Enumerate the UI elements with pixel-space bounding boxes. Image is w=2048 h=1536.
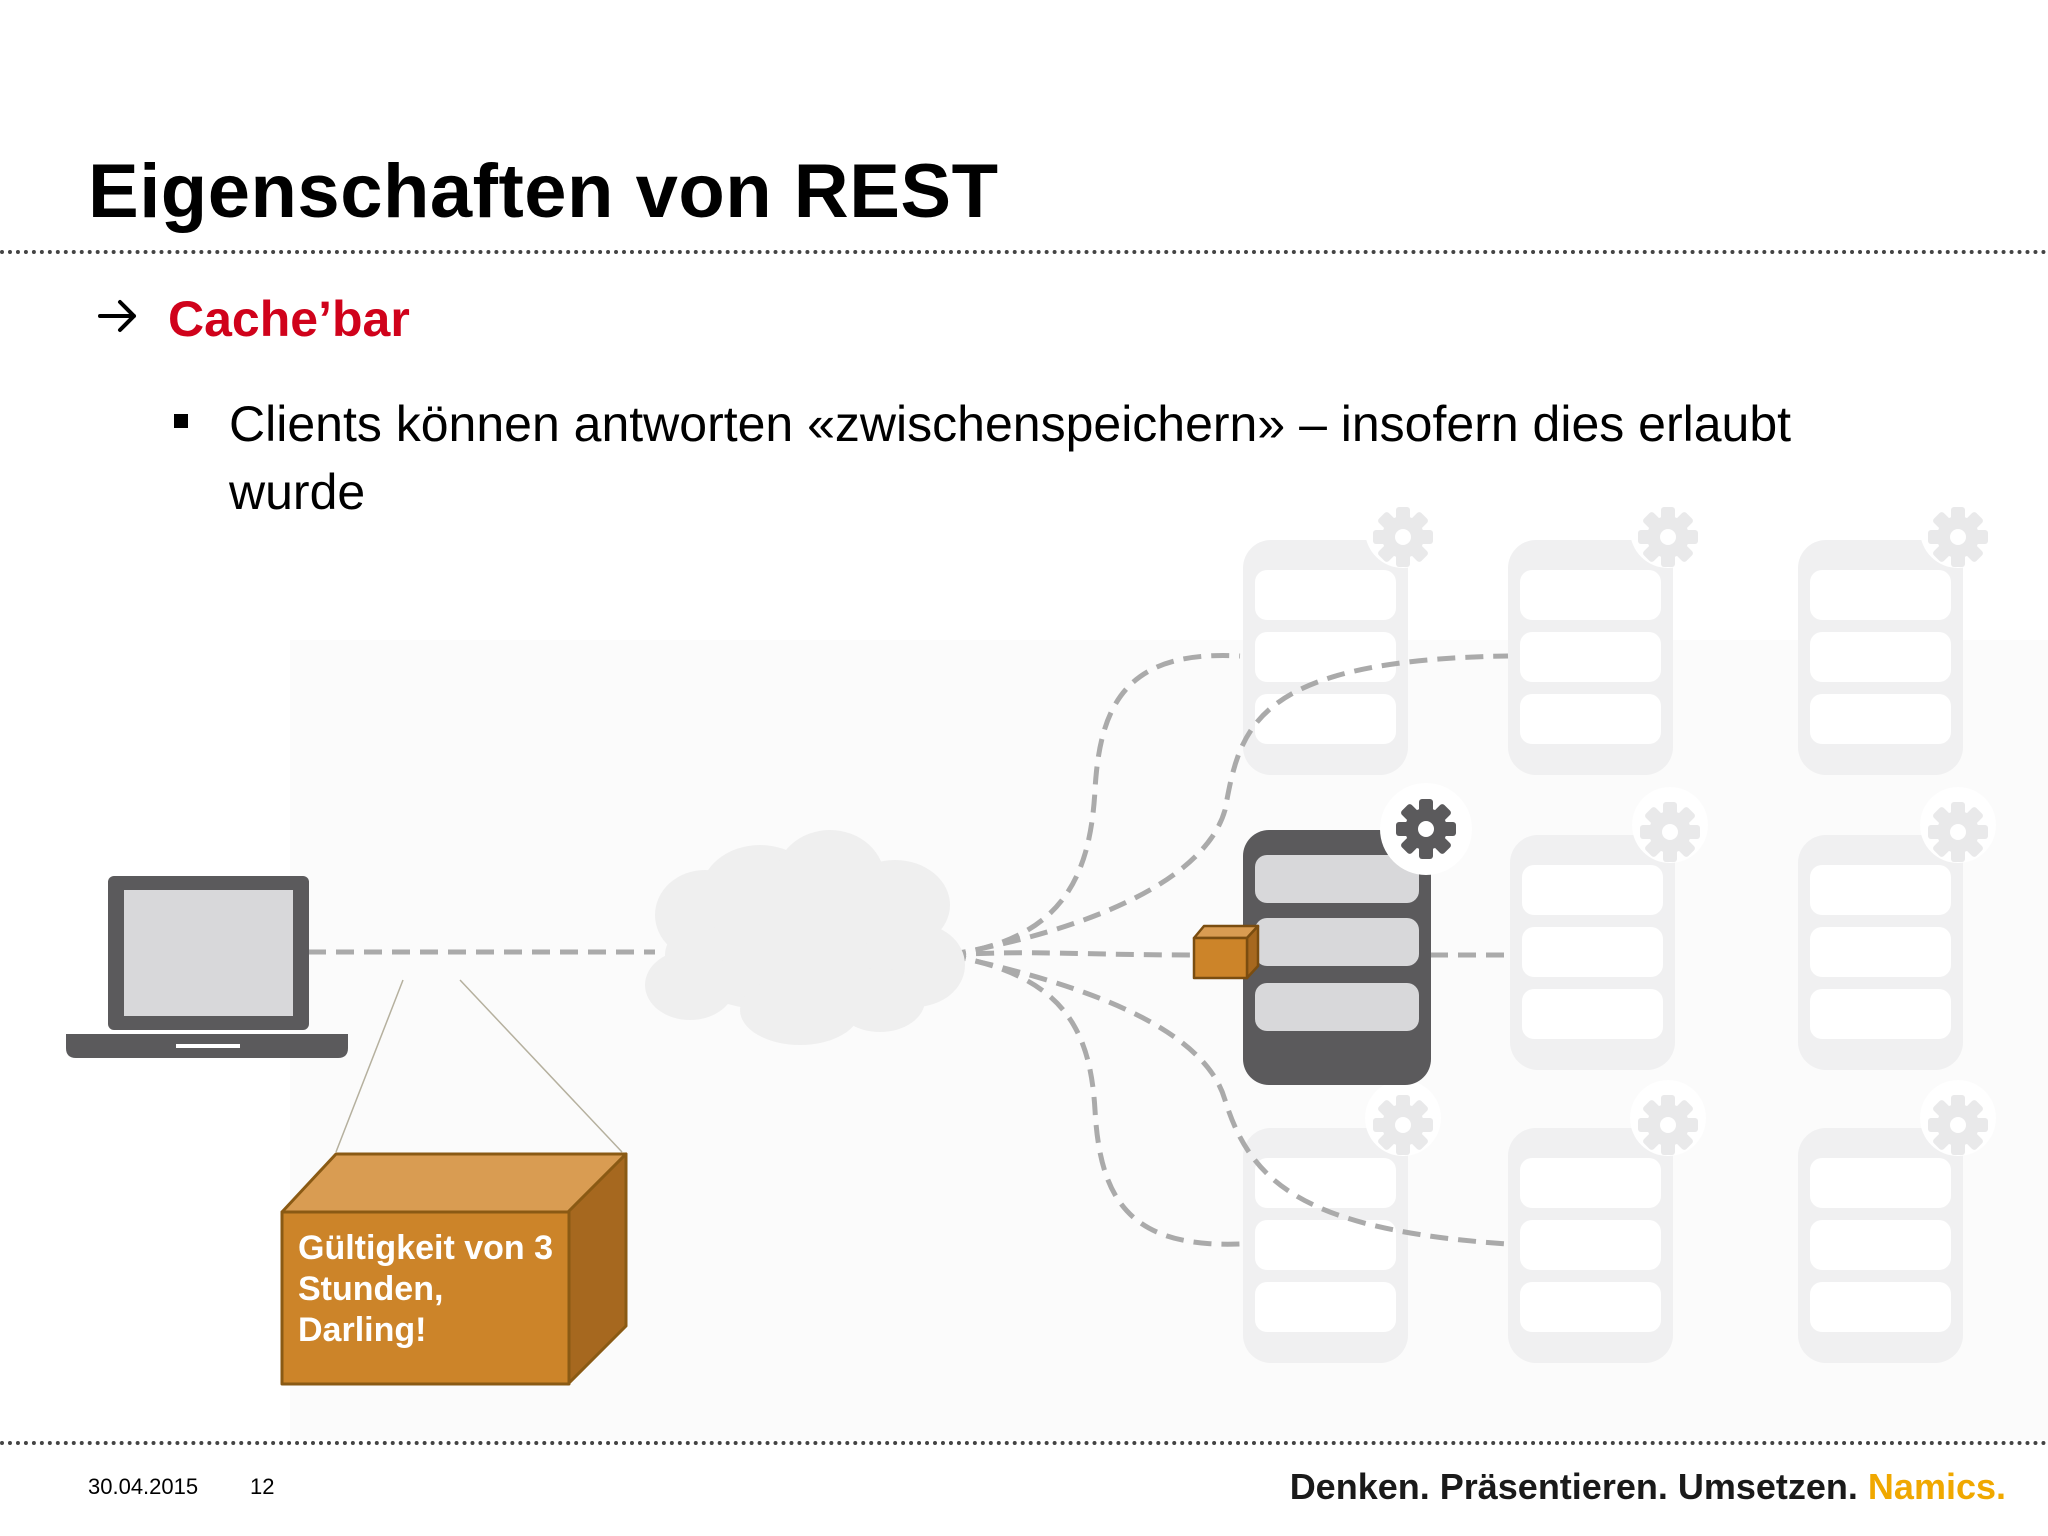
bullet-square-icon bbox=[174, 414, 188, 428]
slogan-text: Denken. Präsentieren. Umsetzen. bbox=[1289, 1466, 1858, 1507]
bullet-text: Clients können antworten «zwischenspeich… bbox=[229, 396, 1792, 520]
cloud-icon bbox=[645, 830, 965, 1045]
network-connectors bbox=[308, 653, 1510, 1247]
gear-icon bbox=[1373, 1095, 1433, 1155]
connector-cloud-server-1 bbox=[947, 653, 1241, 958]
cache-box-icon bbox=[280, 1152, 628, 1386]
page-number: 12 bbox=[250, 1474, 275, 1499]
server-icon bbox=[1243, 783, 1472, 1085]
page-title: Eigenschaften von REST bbox=[88, 149, 999, 234]
connector-cloud-server-4 bbox=[947, 952, 1241, 1247]
gear-icon bbox=[1928, 802, 1988, 862]
arrow-right-icon bbox=[98, 300, 136, 332]
connector-cloud-server-2 bbox=[947, 653, 1509, 958]
gear-icon bbox=[1928, 1095, 1988, 1155]
gear-icon bbox=[1928, 507, 1988, 567]
callout-lines bbox=[335, 979, 623, 1153]
gear-icon bbox=[1396, 799, 1456, 859]
cached-package-icon bbox=[1192, 924, 1260, 980]
footer-date: 30.04.2015 bbox=[88, 1474, 199, 1499]
brand-name: Namics. bbox=[1867, 1466, 2006, 1507]
gear-icon bbox=[1638, 1095, 1698, 1155]
gear-icon bbox=[1373, 507, 1433, 567]
connector-cloud-server-3 bbox=[947, 950, 1199, 958]
title-divider bbox=[0, 250, 2048, 254]
footer-divider bbox=[0, 1441, 2048, 1445]
footer-slogan: Denken. Präsentieren. Umsetzen. Namics. bbox=[1290, 1466, 2006, 1508]
connector-cloud-server-5 bbox=[947, 952, 1509, 1247]
gear-icon bbox=[1640, 802, 1700, 862]
gear-icon bbox=[1638, 507, 1698, 567]
subheading: Cache’bar bbox=[168, 291, 410, 347]
laptop-icon bbox=[66, 876, 348, 1058]
cache-box-label: Gültigkeit von 3 Stunden, Darling! bbox=[298, 1229, 554, 1349]
